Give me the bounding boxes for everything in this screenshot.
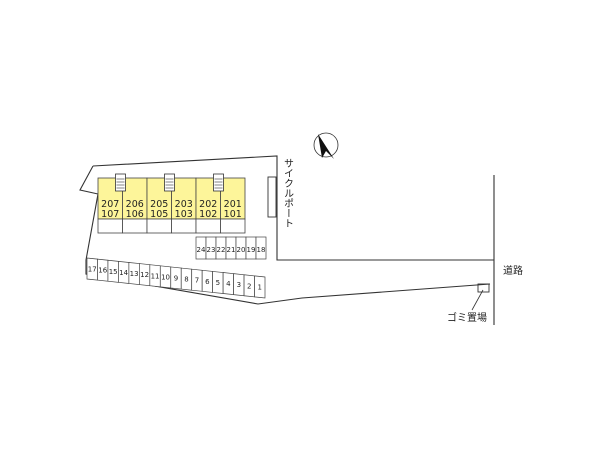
- site-boundary: [79, 155, 495, 325]
- parking-space: 23: [205, 236, 217, 260]
- parking-space: 8: [180, 267, 193, 291]
- unit-lower-number: 106: [126, 209, 144, 220]
- parking-space: 22: [215, 236, 227, 260]
- parking-space: 5: [212, 271, 224, 294]
- unit-lower-number: 101: [224, 209, 242, 220]
- parking-space-number: 23: [207, 246, 216, 254]
- parking-space: 19: [245, 236, 257, 260]
- parking-space: 15: [107, 259, 119, 283]
- parking-space-number: 17: [88, 266, 97, 274]
- parking-space: 2: [243, 274, 255, 298]
- unit-upper-number: 207: [101, 199, 119, 210]
- road-label: 道路: [503, 264, 523, 277]
- unit-upper-number: 202: [199, 199, 217, 210]
- parking-space-number: 19: [247, 246, 256, 254]
- parking-space: 10: [159, 265, 172, 289]
- garbage-label: ゴミ置場: [447, 311, 487, 324]
- parking-space-number: 4: [226, 280, 231, 288]
- parking-space-number: 2: [247, 282, 251, 290]
- north-arrow-icon: [313, 132, 339, 159]
- parking-space-number: 5: [216, 279, 220, 287]
- parking-space-number: 6: [205, 278, 210, 286]
- unit-upper-number: 203: [175, 199, 193, 210]
- unit-lower-number: 105: [150, 209, 168, 220]
- parking-space-number: 16: [98, 267, 107, 275]
- parking-space-number: 7: [195, 277, 199, 285]
- parking-space: 16: [97, 258, 109, 282]
- parking-space-number: 21: [227, 246, 236, 254]
- parking-space: 12: [139, 263, 151, 287]
- parking-space: 4: [222, 272, 234, 296]
- cycle-port-label: サイクルポート: [282, 158, 294, 228]
- parking-space: 6: [201, 269, 213, 293]
- garbage-area: [477, 283, 490, 293]
- garbage-leader-line: [471, 289, 484, 311]
- parking-space-number: 3: [237, 281, 241, 289]
- parking-space-number: 24: [197, 246, 206, 254]
- parking-space: 24: [195, 236, 207, 260]
- unit-lower-number: 103: [175, 209, 193, 220]
- parking-space: 9: [170, 266, 182, 290]
- unit-upper-number: 205: [150, 199, 168, 210]
- parking-space: 20: [235, 236, 247, 260]
- parking-space-number: 8: [184, 276, 188, 284]
- parking-space: 18: [255, 236, 267, 260]
- stair-icon: [213, 173, 224, 192]
- cycle-port-shelter: [267, 176, 277, 218]
- parking-space-number: 14: [119, 269, 128, 277]
- parking-space-number: 9: [174, 275, 178, 283]
- parking-space: 7: [191, 268, 203, 292]
- parking-space-number: 22: [217, 246, 226, 254]
- stair-icon: [115, 173, 126, 192]
- unit-lower-number: 102: [199, 209, 217, 220]
- parking-space-number: 18: [257, 246, 266, 254]
- parking-space-number: 10: [161, 273, 170, 281]
- parking-space: 11: [149, 264, 161, 288]
- parking-space-number: 1: [258, 283, 262, 291]
- unit-lower-number: 107: [101, 209, 119, 220]
- parking-space-number: 11: [151, 272, 160, 280]
- parking-space-number: 12: [140, 271, 149, 279]
- stair-icon: [164, 173, 175, 192]
- parking-space: 21: [225, 236, 237, 260]
- unit-upper-number: 206: [126, 199, 144, 210]
- parking-space-number: 13: [130, 270, 139, 278]
- parking-space-number: 20: [237, 246, 246, 254]
- parking-space: 3: [233, 273, 245, 297]
- parking-space: 14: [118, 260, 130, 284]
- parking-space: 13: [128, 262, 140, 285]
- unit-upper-number: 201: [224, 199, 242, 210]
- parking-space-number: 15: [109, 268, 118, 276]
- parking-space: 17: [86, 257, 98, 281]
- parking-space: 1: [254, 275, 266, 299]
